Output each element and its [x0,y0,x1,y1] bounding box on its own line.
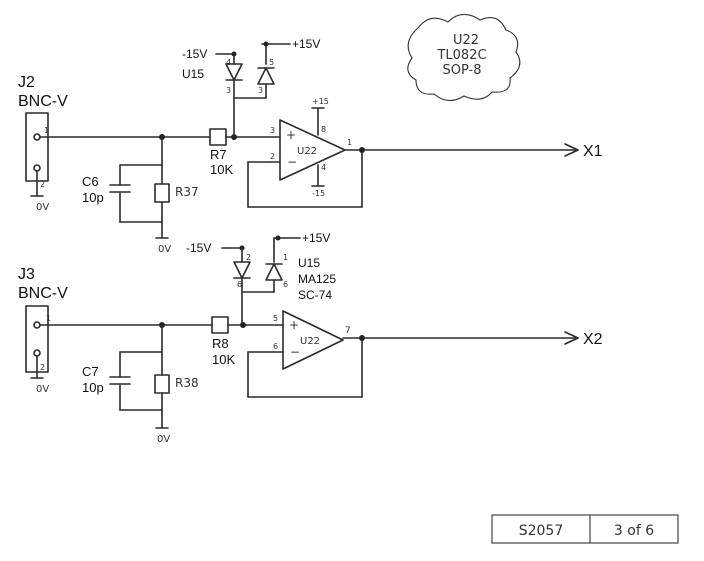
r7-ref-label: R7 [210,147,227,162]
sheet-number: 3 of 6 [614,523,654,539]
r37-ref-label: R37 [175,185,199,199]
j2-ground-label: 0V [36,202,49,213]
u22b-pin-out: 7 [345,326,351,336]
resistor-r38 [154,374,170,394]
j2-shield-pin [33,164,41,172]
j2-type-label: BNC-V [18,93,68,110]
u22a-pin-out: 1 [347,138,352,147]
clamp-diode-neg-2 [233,261,251,279]
u15-pin-e: 2 [246,253,251,262]
u22-supply-neg: -15 [312,189,325,198]
j2-center-pin [33,133,41,141]
c7-ground-label: 0V [157,434,170,445]
output-label-x1: X1 [583,143,603,160]
j3-center-pin [33,321,41,329]
j2-ref-label: J2 [18,74,35,91]
u15-part-label: MA125 [298,272,336,286]
u15-pin-g: 6 [237,280,242,289]
u22a-pin-minus: 2 [270,152,275,161]
u22b-ref-label: U22 [300,336,320,347]
u15-pin-b: 5 [269,58,274,67]
u15-ref-label-1: U15 [182,67,204,81]
u15-pin-d: 3 [258,86,263,95]
clamp-diode-pos-2 [265,263,283,281]
j3-pin1-number: 1 [46,314,51,323]
note-line-3: SOP-8 [443,63,482,78]
c7-value-label: 10p [82,380,104,395]
pos-rail-label-1: +15V [292,37,320,51]
j3-type-label: BNC-V [18,285,68,302]
svg-text:+: + [286,128,296,142]
j3-pin2-number: 2 [40,363,45,372]
u22a-ref-label: U22 [297,146,317,157]
part-note-cloud: U22 TL082C SOP-8 [407,13,521,102]
svg-text:−: − [287,155,297,169]
note-line-1: U22 [453,33,479,48]
resistor-r7 [209,128,227,146]
output-arrow-2 [564,331,579,345]
title-block: S2057 3 of 6 [491,514,679,544]
r38-ref-label: R38 [175,376,199,390]
u22-pin-vcc: 8 [321,125,326,134]
j3-ref-label: J3 [18,266,35,283]
c6-ref-label: C6 [82,174,99,189]
c7-ref-label: C7 [82,364,99,379]
neg-rail-label-2: -15V [186,241,211,255]
title-block-frame [491,514,679,544]
r8-ref-label: R8 [212,336,229,351]
u15-ref-label-2: U15 [298,256,320,270]
pos-rail-label-2: +15V [302,231,330,245]
r7-value-label: 10K [210,162,233,177]
u15-pin-h: 6 [283,280,288,289]
j3-ground-label: 0V [36,384,49,395]
channel-1: J2 BNC-V 1 2 0V 0V C6 10p R37 R7 10K [18,37,603,255]
j2-pin1-number: 1 [44,126,49,135]
opamp-u22b [282,310,344,370]
r8-value-label: 10K [212,352,235,367]
clamp-diode-pos [257,67,275,85]
channel-2: J3 BNC-V 1 2 0V 0V C7 10p R38 R8 10K -15… [18,231,603,445]
u15-package-label: SC-74 [298,288,332,302]
clamp-diode-neg [225,63,243,81]
j2-pin2-number: 2 [40,180,45,189]
u22b-pin-plus: 5 [273,314,278,323]
neg-rail-label-1: -15V [182,47,207,61]
u22b-pin-minus: 6 [273,342,278,351]
u22-supply-pos: +15 [312,97,329,106]
output-label-x2: X2 [583,331,603,348]
drawing-number: S2057 [519,523,564,539]
c6-ground-label: 0V [158,244,171,255]
resistor-r8 [211,316,229,334]
u15-pin-c: 3 [226,86,231,95]
u22a-pin-plus: 3 [270,126,275,135]
u15-pin-a: 4 [226,58,231,67]
output-arrow-1 [564,143,579,157]
j3-shield-pin [33,349,41,357]
resistor-r37 [154,183,170,203]
svg-text:+: + [289,318,299,332]
opamp-u22a [279,119,346,181]
c6-value-label: 10p [82,190,104,205]
u22-pin-vee: 4 [321,163,326,172]
note-line-2: TL082C [436,48,486,63]
svg-text:−: − [290,345,300,359]
u15-pin-f: 1 [283,253,288,262]
